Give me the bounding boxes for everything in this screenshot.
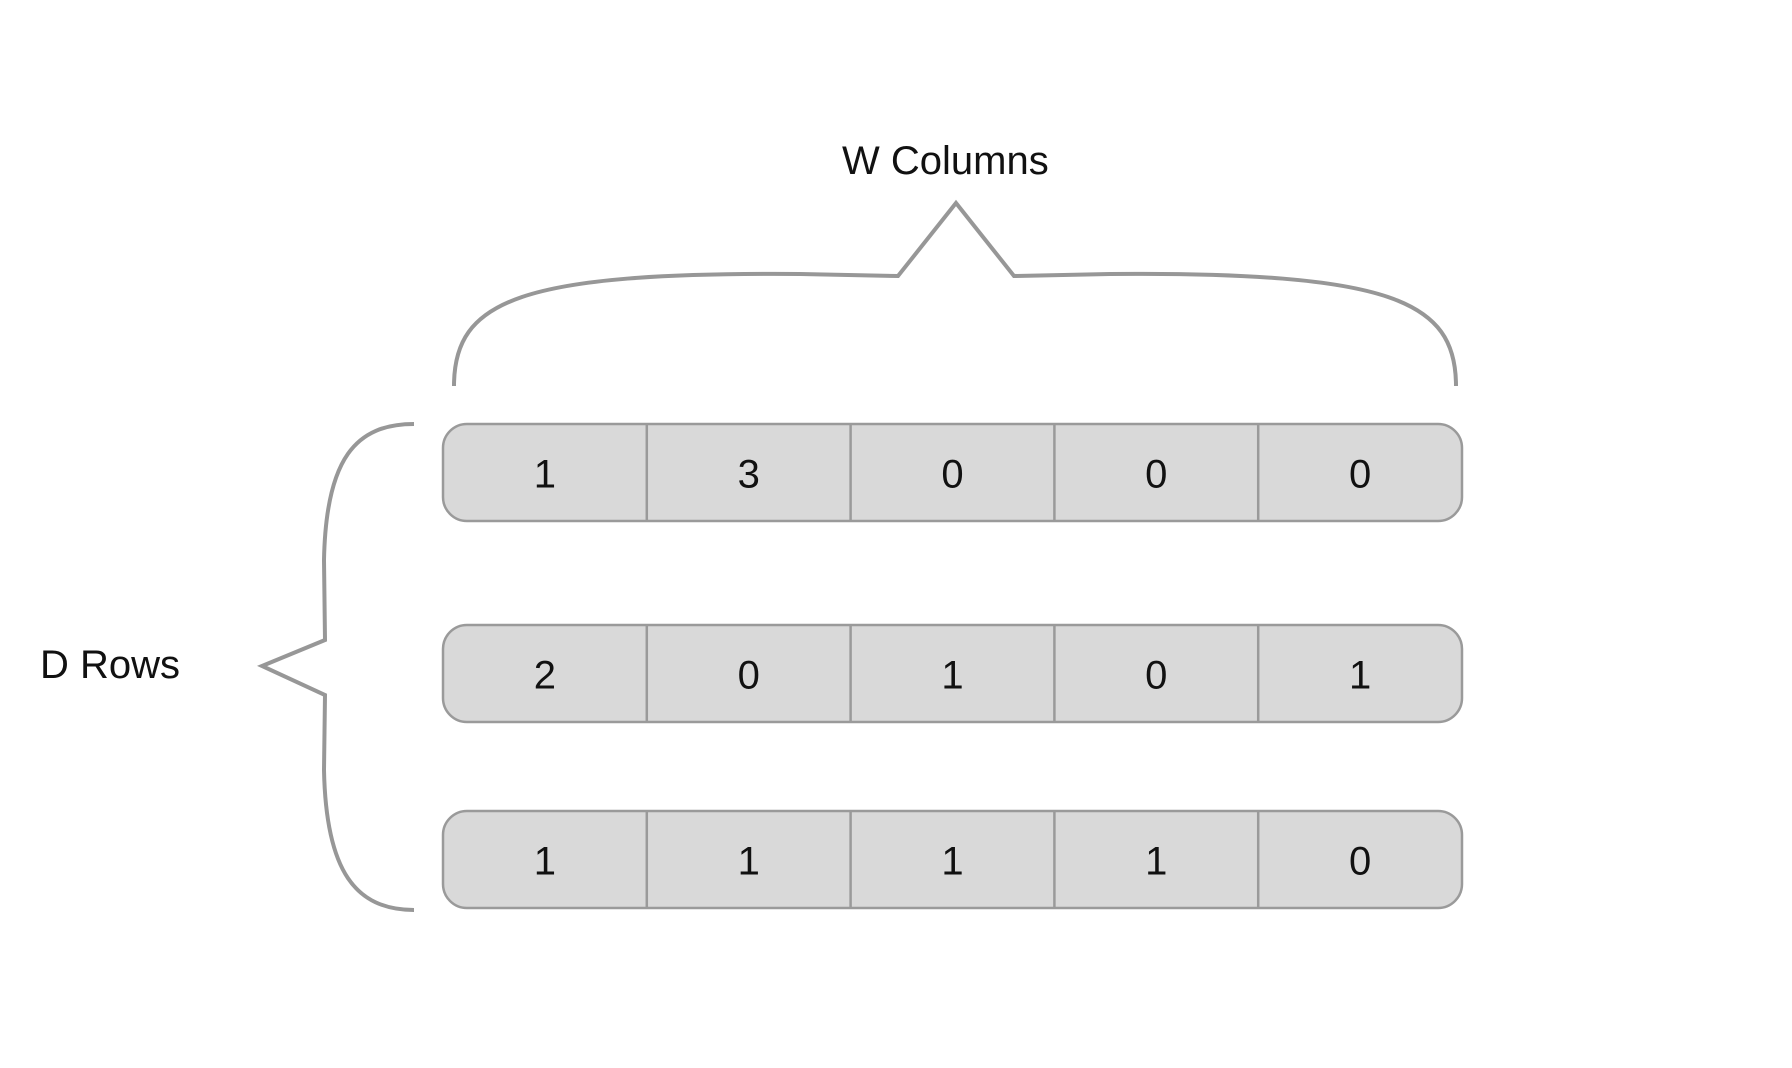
rows-label: D Rows xyxy=(40,643,180,687)
table-cell: 0 xyxy=(738,654,760,698)
row-box xyxy=(441,809,1464,910)
table-cell: 1 xyxy=(534,840,556,884)
row-box xyxy=(441,623,1464,724)
rows-brace xyxy=(256,422,415,912)
table-cell: 3 xyxy=(738,453,760,497)
table-cell: 0 xyxy=(1349,840,1371,884)
table-cell: 0 xyxy=(1145,453,1167,497)
columns-label: W Columns xyxy=(842,139,1049,183)
table-cell: 0 xyxy=(941,453,963,497)
row-box xyxy=(441,422,1464,523)
table-cell: 1 xyxy=(941,840,963,884)
table-cell: 1 xyxy=(941,654,963,698)
table-row: 2 0 1 0 1 xyxy=(441,623,1464,724)
columns-brace xyxy=(452,199,1458,387)
table-row: 1 3 0 0 0 xyxy=(441,422,1464,523)
table-cell: 1 xyxy=(1349,654,1371,698)
table-cell: 0 xyxy=(1145,654,1167,698)
table-row: 1 1 1 1 0 xyxy=(441,809,1464,910)
table-cell: 0 xyxy=(1349,453,1371,497)
table-cell: 2 xyxy=(534,654,556,698)
table-cell: 1 xyxy=(738,840,760,884)
table-cell: 1 xyxy=(534,453,556,497)
table-cell: 1 xyxy=(1145,840,1167,884)
